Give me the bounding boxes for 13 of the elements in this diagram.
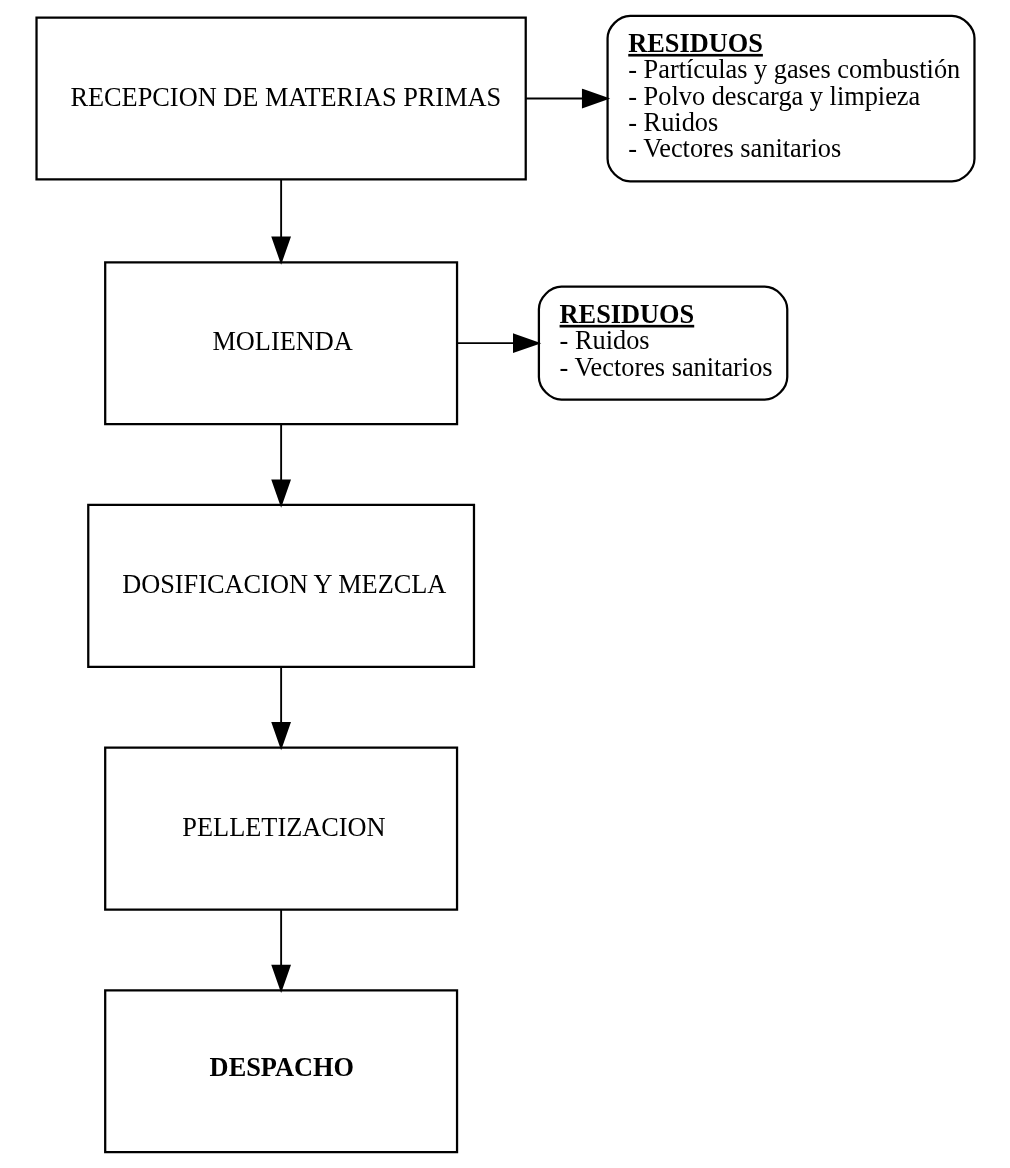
- node-box: PELLETIZACION: [103, 746, 458, 911]
- node-box: RECEPCION DE MATERIAS PRIMAS: [34, 16, 527, 181]
- arrow: [270, 666, 291, 751]
- node-box: RESIDUOS - Ruidos - Vectores sanitarios: [537, 285, 788, 401]
- arrow: [455, 333, 541, 354]
- arrow: [270, 909, 291, 994]
- node-box: RESIDUOS - Partículas y gases combustión - Polvo descarga y limpieza - Ruidos - Vectores sanitarios: [605, 14, 976, 183]
- node-box: DOSIFICACION Y MEZCLA: [86, 503, 475, 668]
- arrow: [524, 88, 610, 109]
- node-box: DESPACHO: [103, 989, 458, 1154]
- arrow: [270, 179, 291, 265]
- arrow: [270, 423, 291, 508]
- node-box: MOLIENDA: [103, 261, 458, 426]
